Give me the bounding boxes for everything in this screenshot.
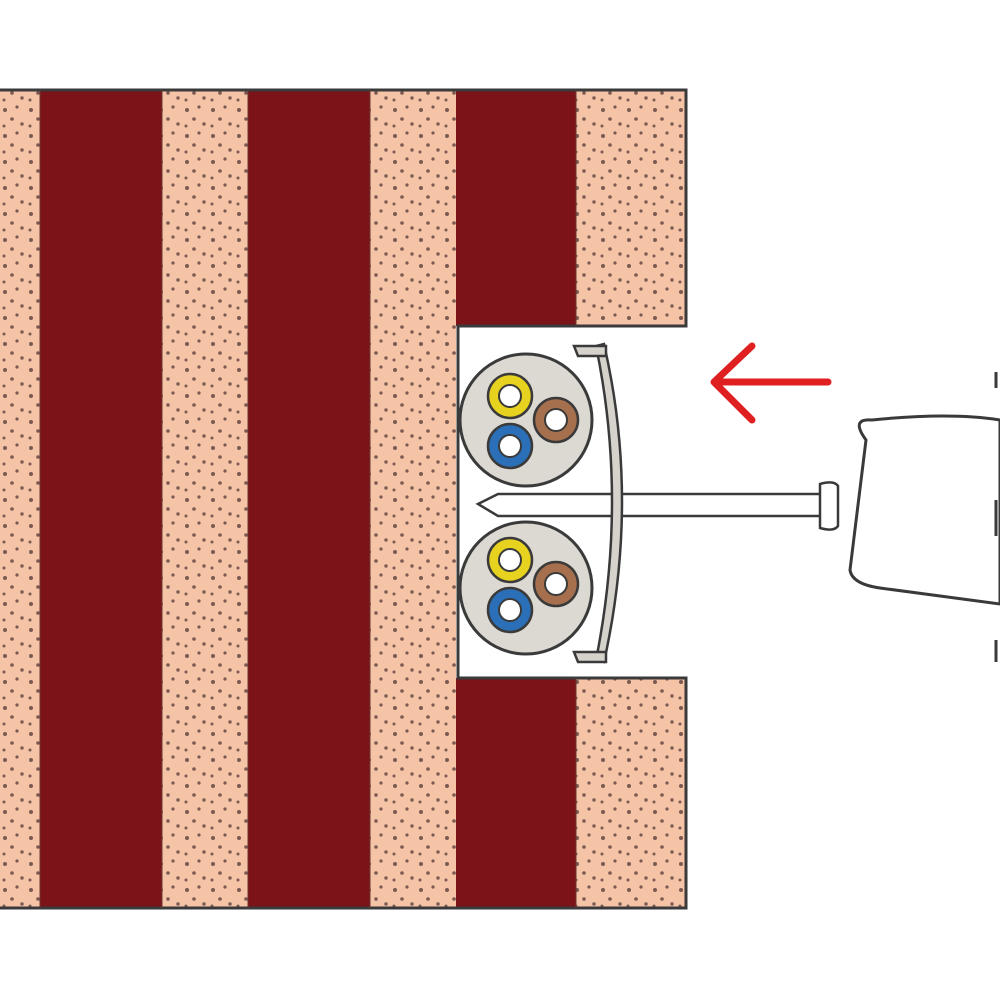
- core-blue: [486, 422, 534, 470]
- hammer-face: [848, 414, 1000, 606]
- clip-bottom-lip: [572, 650, 608, 664]
- core-yellow: [486, 372, 534, 420]
- wall-outline: [0, 88, 688, 910]
- plaster-layer-3: [370, 90, 456, 908]
- core-yellow: [486, 536, 534, 584]
- core-brown: [532, 396, 580, 444]
- cable-bottom: [458, 520, 594, 656]
- arrow-head: [710, 342, 756, 424]
- nail-shaft: [475, 492, 830, 518]
- cable-top: [458, 352, 594, 488]
- brick-layer-3-bottom: [456, 678, 576, 908]
- plaster-layer-2: [162, 90, 248, 908]
- plaster-layer-front-top: [576, 90, 686, 326]
- hammer-head: [848, 372, 1000, 662]
- nail: [475, 481, 840, 531]
- brick-layer-3-top: [456, 90, 576, 326]
- clip-top-lip: [572, 344, 608, 358]
- core-blue: [486, 586, 534, 634]
- brick-layer-1: [40, 90, 162, 908]
- core-brown: [532, 560, 580, 608]
- nail-head: [818, 481, 840, 531]
- plaster-layer-front-bottom: [576, 678, 686, 908]
- plaster-layer-outer: [0, 90, 40, 908]
- direction-arrow: [710, 342, 832, 424]
- cable-clip: [572, 342, 624, 664]
- brick-layer-2: [248, 90, 370, 908]
